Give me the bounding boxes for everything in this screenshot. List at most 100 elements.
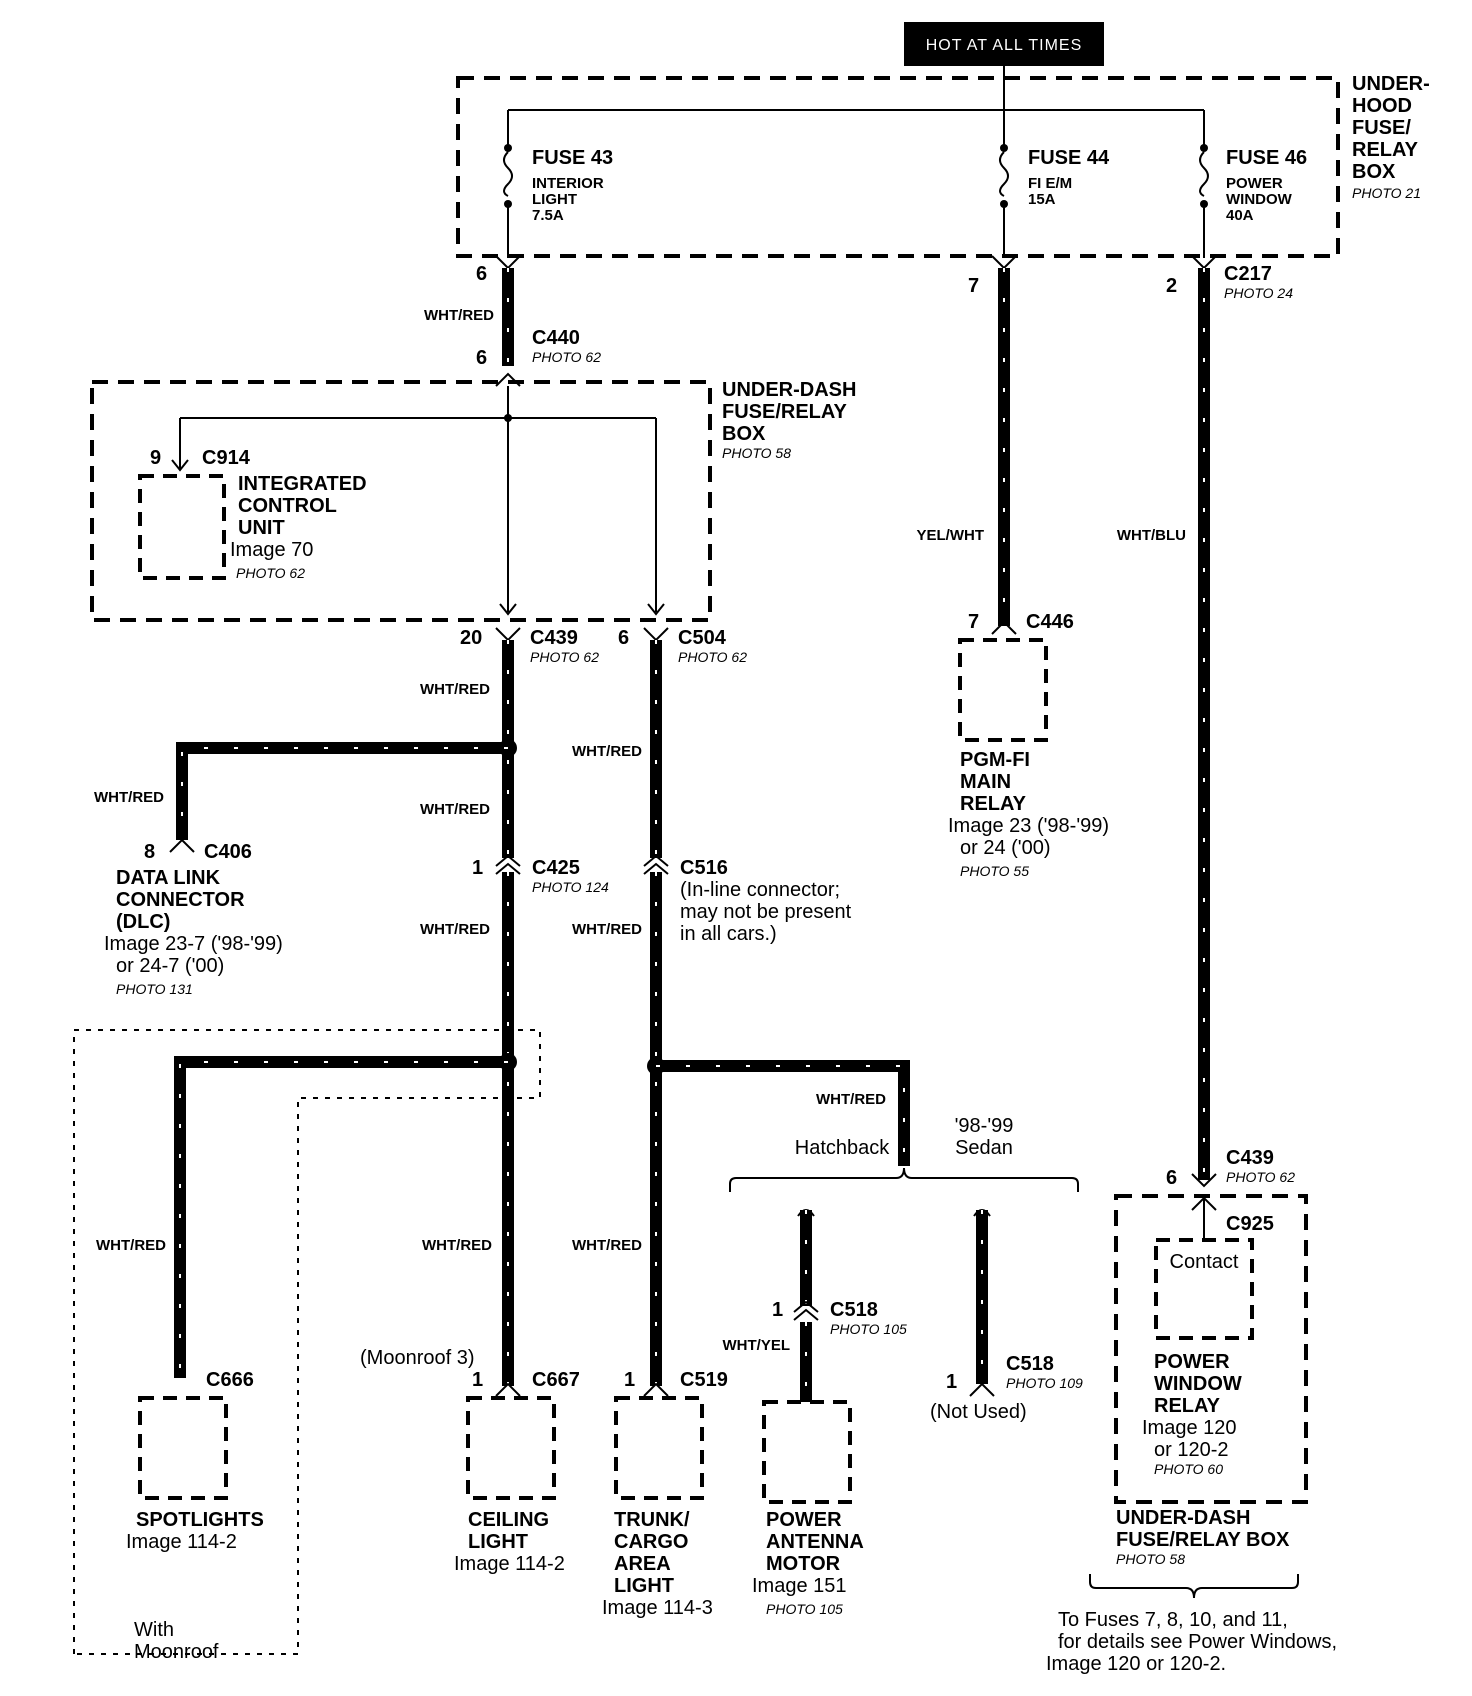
underhood-title-4: RELAY [1352, 139, 1419, 161]
wire-label-7: WHT/RED [572, 1237, 642, 1254]
icu-line-3: UNIT [238, 517, 285, 539]
footnote-line-2: for details see Power Windows, [1058, 1631, 1337, 1653]
c440-photo: PHOTO 62 [532, 349, 601, 365]
pgmfi-image-2: or 24 ('00) [960, 837, 1051, 859]
pwrelay-line-2: WINDOW [1154, 1373, 1242, 1395]
hot-label: HOT AT ALL TIMES [926, 37, 1083, 54]
c516-note-3: in all cars.) [680, 923, 777, 945]
spotlights-label: SPOTLIGHTS [136, 1509, 264, 1531]
sedan-line-1: '98-'99 [955, 1115, 1014, 1137]
c914-id: C914 [202, 447, 251, 469]
moonroof-line-2: Moonroof [134, 1641, 219, 1663]
trunk-light-box [614, 1396, 704, 1500]
underhood-title-1: UNDER- [1352, 73, 1430, 95]
dlc-photo: PHOTO 131 [116, 981, 193, 997]
wire-label-4: WHT/RED [422, 1237, 492, 1254]
c504-pin: 6 [618, 627, 629, 649]
fuse-46-name: FUSE 46 [1226, 147, 1307, 169]
antenna-box [762, 1400, 852, 1504]
moonroof-line-1: With [134, 1619, 174, 1641]
hot-badge-bg [904, 22, 1104, 66]
wire-label-8: WHT/RED [816, 1091, 886, 1108]
fuse-43-name: FUSE 43 [532, 147, 613, 169]
dlc-line-2: CONNECTOR [116, 889, 245, 911]
c406-id: C406 [204, 841, 252, 863]
ceiling-line-1: CEILING [468, 1509, 549, 1531]
pw-relay-contact: Contact [1170, 1251, 1239, 1273]
c518a-pin: 1 [772, 1299, 783, 1321]
underdash-photo: PHOTO 58 [722, 445, 791, 461]
underhood-box [456, 76, 1340, 258]
pgmfi-line-2: MAIN [960, 771, 1011, 793]
antenna-line-2: ANTENNA [766, 1531, 864, 1553]
fuse-43-symbol [503, 144, 513, 258]
wire-label-1: WHT/RED [420, 681, 490, 698]
icu-photo: PHOTO 62 [236, 565, 305, 581]
antenna-line-3: MOTOR [766, 1553, 841, 1575]
c519-id: C519 [680, 1369, 728, 1391]
wire-label-spot: WHT/RED [96, 1237, 166, 1254]
c425-pin: 1 [472, 857, 483, 879]
fuse-44-line-1: FI E/M [1028, 175, 1072, 192]
underdash-box [90, 380, 712, 622]
dlc-line-3: (DLC) [116, 911, 170, 933]
underdash-title-1: UNDER-DASH [722, 379, 856, 401]
pgmfi-line-3: RELAY [960, 793, 1027, 815]
underdash-bottom-photo: PHOTO 58 [1116, 1551, 1185, 1567]
fuse-43-line-2: LIGHT [532, 191, 577, 208]
underdash-title-2: FUSE/RELAY [722, 401, 848, 423]
antenna-photo: PHOTO 105 [766, 1601, 843, 1617]
pgmfi-relay-box [958, 638, 1048, 742]
c439b-pin: 6 [1166, 1167, 1177, 1189]
c925-id: C925 [1226, 1213, 1274, 1235]
c406-pin: 8 [144, 841, 155, 863]
icu-line-2: CONTROL [238, 495, 337, 517]
wire-label-wht-yel: WHT/YEL [723, 1337, 791, 1354]
c666-id: C666 [206, 1369, 254, 1391]
footnote-line-3: Image 120 or 120-2. [1046, 1653, 1226, 1675]
c504-id: C504 [678, 627, 727, 649]
c217-pin-6: 6 [476, 263, 487, 285]
underdash-bottom-title-2: FUSE/RELAY BOX [1116, 1529, 1290, 1551]
spotlights-image: Image 114-2 [126, 1531, 237, 1553]
c439a-photo: PHOTO 62 [530, 649, 599, 665]
c439a-pin: 20 [460, 627, 482, 649]
icu-image: Image 70 [230, 539, 313, 561]
c516-note-1: (In-line connector; [680, 879, 840, 901]
icu-box [138, 474, 226, 580]
underhood-photo: PHOTO 21 [1352, 185, 1421, 201]
pwrelay-image-1: Image 120 [1142, 1417, 1237, 1439]
c518b-photo: PHOTO 109 [1006, 1375, 1083, 1391]
wire-antenna-branch [656, 1060, 910, 1166]
spotlights-box [138, 1396, 228, 1500]
c518b-note: (Not Used) [930, 1401, 1027, 1423]
underdash-title-3: BOX [722, 423, 766, 445]
c439b-photo: PHOTO 62 [1226, 1169, 1295, 1185]
underhood-title-5: BOX [1352, 161, 1396, 183]
pwrelay-photo: PHOTO 60 [1154, 1461, 1223, 1477]
c439a-id: C439 [530, 627, 578, 649]
footnote-line-1: To Fuses 7, 8, 10, and 11, [1058, 1609, 1288, 1631]
trunk-line-1: TRUNK/ [614, 1509, 690, 1531]
ceiling-image: Image 114-2 [454, 1553, 565, 1575]
pgmfi-photo: PHOTO 55 [960, 863, 1029, 879]
fuse-46-line-1: POWER [1226, 175, 1283, 192]
antenna-line-1: POWER [766, 1509, 842, 1531]
c440-pin: 6 [476, 347, 487, 369]
underhood-title-3: FUSE/ [1352, 117, 1411, 139]
ceiling-line-2: LIGHT [468, 1531, 528, 1553]
c446-id: C446 [1026, 611, 1074, 633]
dlc-image-1: Image 23-7 ('98-'99) [104, 933, 283, 955]
underhood-title-2: HOOD [1352, 95, 1412, 117]
c446-pin: 7 [968, 611, 979, 633]
fuse-44-line-2: 15A [1028, 191, 1056, 208]
c516-note-2: may not be present [680, 901, 852, 923]
trunk-line-2: CARGO [614, 1531, 688, 1553]
c439b-id: C439 [1226, 1147, 1274, 1169]
fuse-43-line-1: INTERIOR [532, 175, 604, 192]
fuse-46-symbol [1199, 144, 1209, 258]
c667-id: C667 [532, 1369, 580, 1391]
c217-photo: PHOTO 24 [1224, 285, 1293, 301]
moonroof-region [73, 1029, 541, 1655]
